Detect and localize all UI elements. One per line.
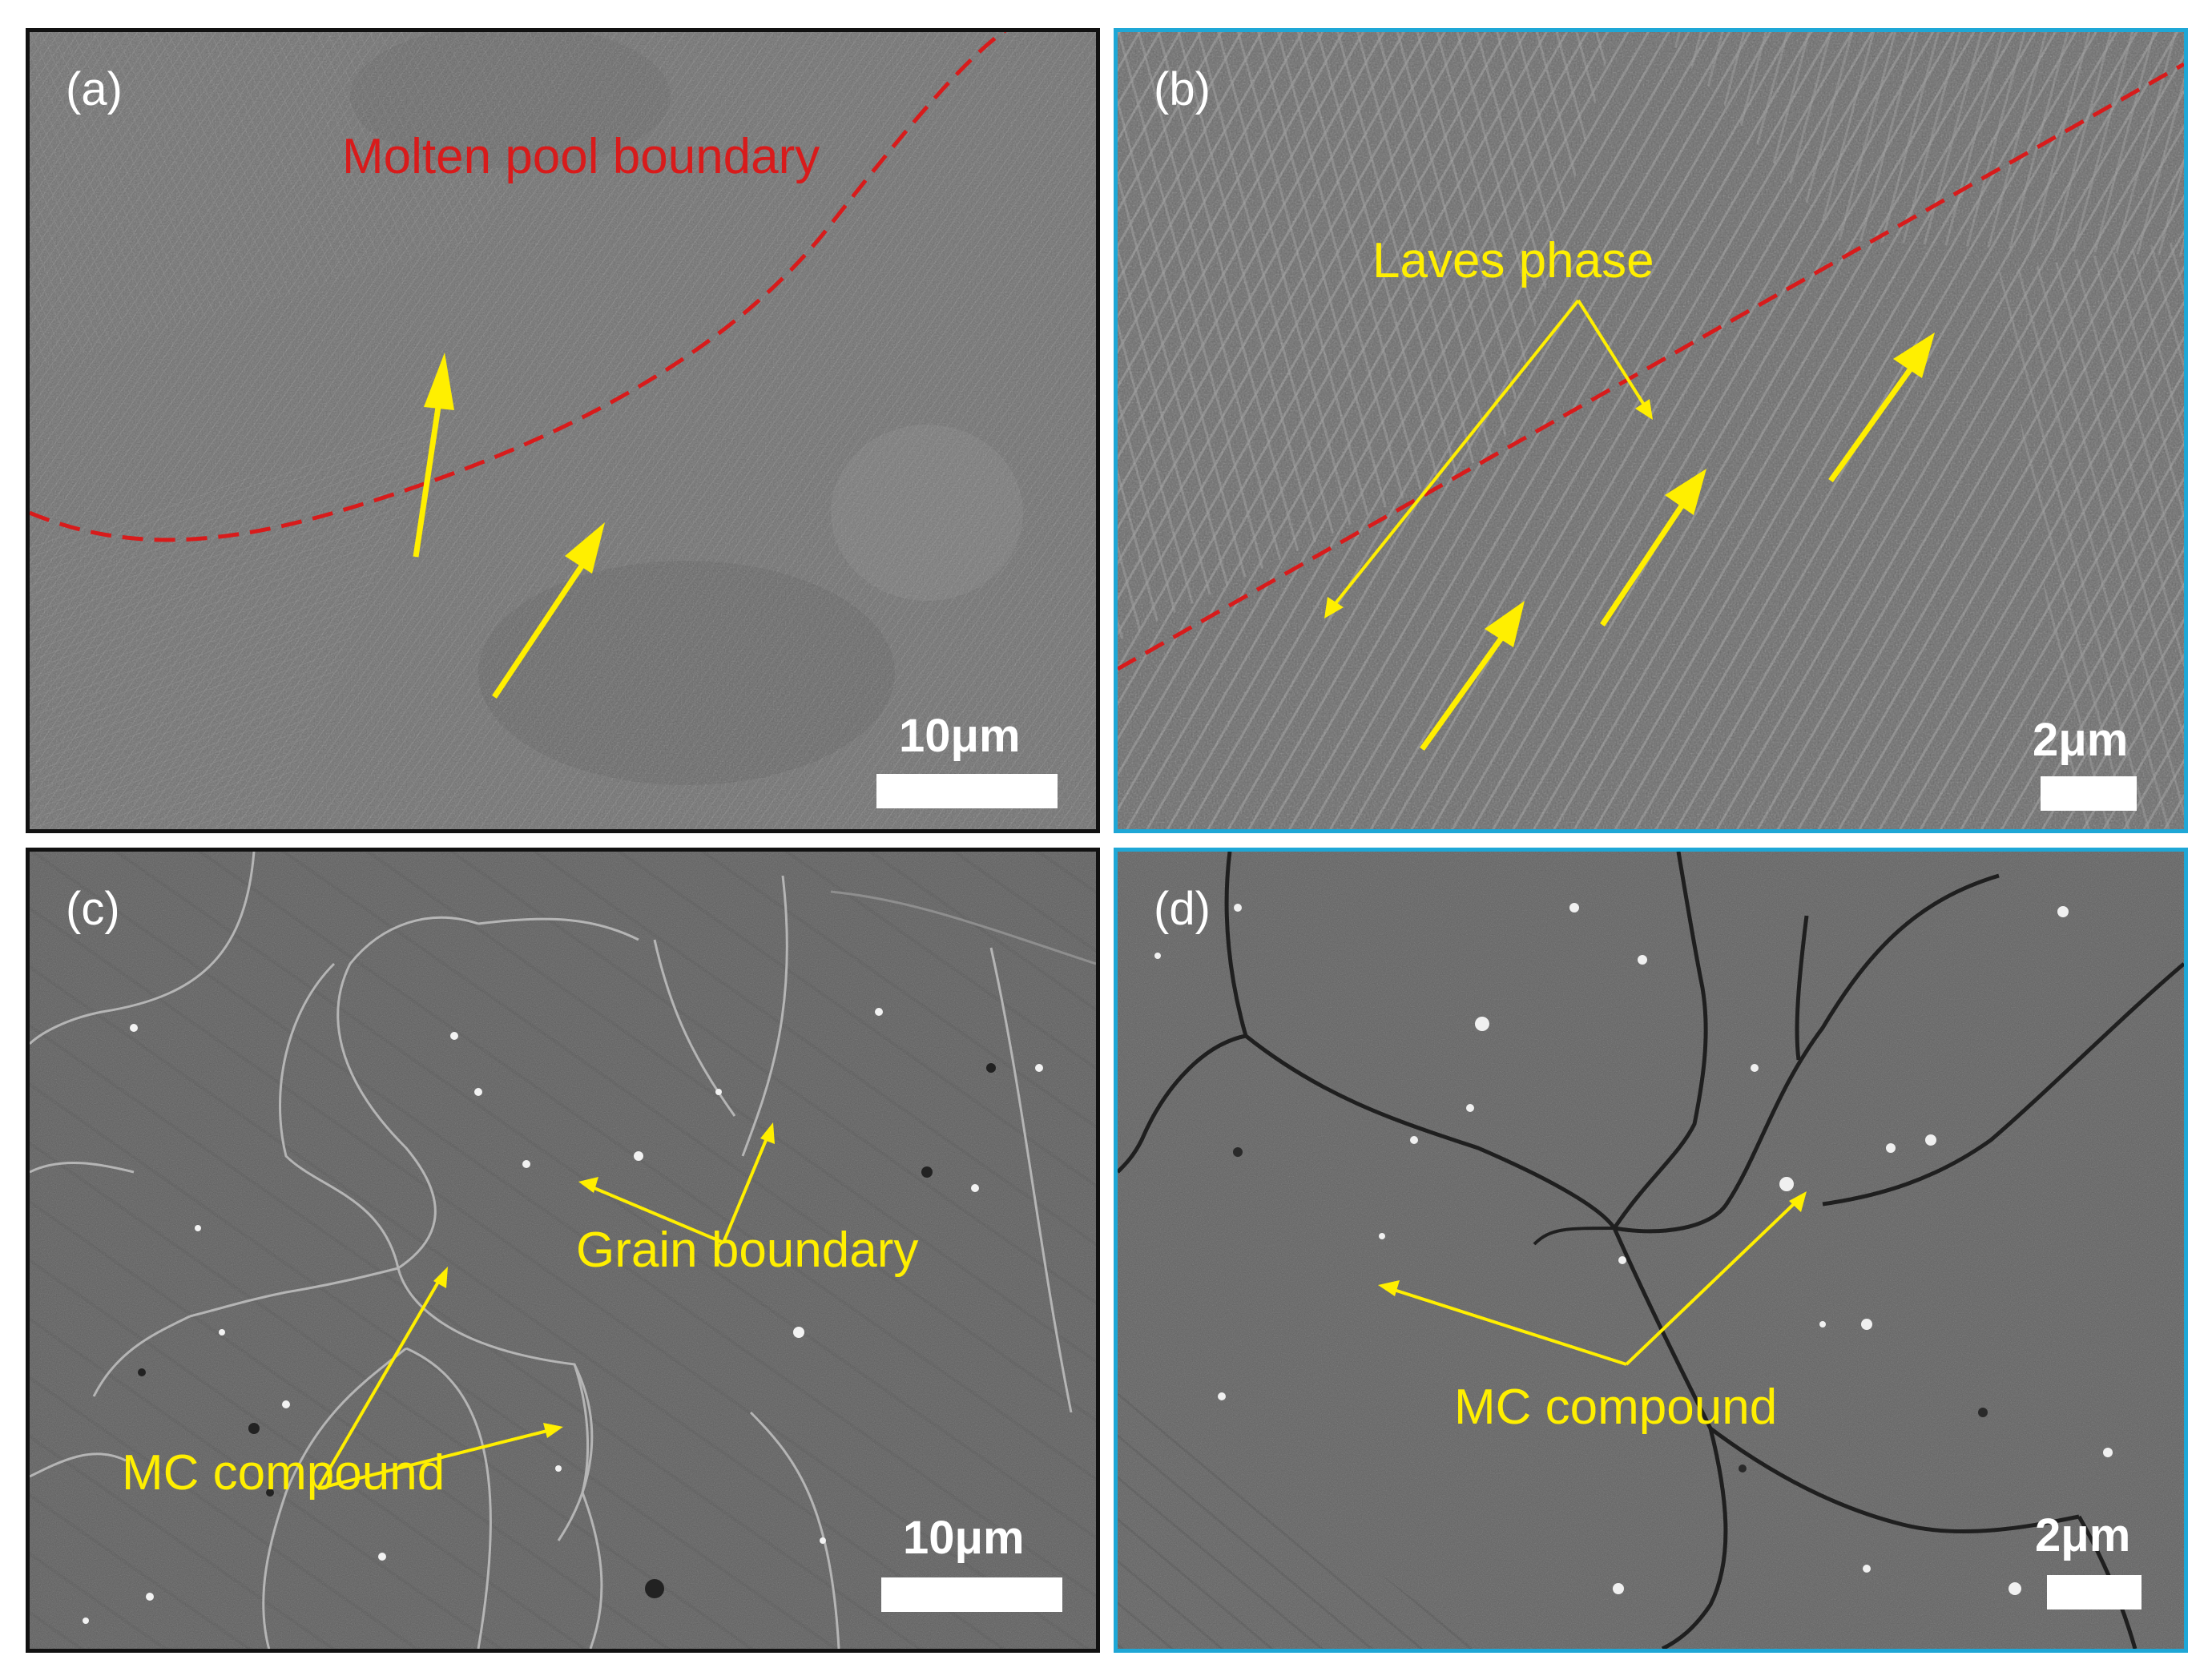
mc-compound-pointers-d xyxy=(1378,1191,1807,1366)
panel-c: (c) Grain boundary MC compound 10μm xyxy=(26,848,1100,1653)
dark-pits-c xyxy=(138,1063,996,1598)
laves-pointer-lines xyxy=(1324,299,1653,618)
laves-phase-label: Laves phase xyxy=(1372,233,1654,288)
mc-particles-c xyxy=(83,1008,1043,1624)
grain-boundary-label: Grain boundary xyxy=(576,1223,919,1278)
scale-bar-d xyxy=(2047,1575,2141,1609)
growth-arrow-b3 xyxy=(1828,332,1935,483)
mc-particles-d xyxy=(1154,903,2113,1595)
sem-micrograph-b xyxy=(1118,32,2184,829)
overlay-c xyxy=(316,1122,775,1490)
panel-label-b: (b) xyxy=(1154,63,1211,115)
panel-label-c: (c) xyxy=(66,883,120,935)
scale-bar-a xyxy=(876,774,1058,808)
growth-arrow-2 xyxy=(492,522,605,699)
scale-bar-c xyxy=(881,1577,1062,1612)
dark-pits-d xyxy=(1233,1147,1988,1473)
mc-compound-label-d: MC compound xyxy=(1454,1380,1778,1435)
grain-boundary-pointers xyxy=(578,1122,775,1244)
panel-label-a: (a) xyxy=(66,63,123,115)
panel-a: (a) Molten pool boundary 10μm xyxy=(26,28,1100,833)
overlay-a xyxy=(30,32,1007,699)
sem-micrograph-c xyxy=(30,852,1096,1649)
scale-bar-label-a: 10μm xyxy=(899,710,1021,762)
scale-bar-b xyxy=(2041,776,2137,811)
overlay-b xyxy=(1118,62,2184,751)
molten-pool-boundary-label: Molten pool boundary xyxy=(342,129,820,184)
overlay-d xyxy=(1378,1191,1807,1366)
panel-d: (d) MC compound 2μm xyxy=(1114,848,2188,1653)
mc-compound-pointers-c xyxy=(316,1267,563,1490)
molten-pool-boundary-line xyxy=(30,32,1007,542)
growth-arrow-1 xyxy=(413,353,454,558)
growth-arrow-b1 xyxy=(1420,601,1525,751)
grain-boundaries-c xyxy=(30,852,1096,1649)
panel-b: (b) Laves phase 2μm xyxy=(1114,28,2188,833)
phase-boundary-line xyxy=(1118,62,2184,671)
panel-label-d: (d) xyxy=(1154,883,1211,935)
mc-compound-label-c: MC compound xyxy=(122,1445,445,1501)
growth-arrow-b2 xyxy=(1600,469,1706,626)
scale-bar-label-c: 10μm xyxy=(903,1512,1025,1564)
scale-bar-label-b: 2μm xyxy=(2033,714,2129,766)
scale-bar-label-d: 2μm xyxy=(2035,1509,2131,1561)
sem-micrograph-a xyxy=(30,32,1096,829)
sem-micrograph-d xyxy=(1118,852,2184,1649)
grain-boundaries-d xyxy=(1118,852,2184,1649)
